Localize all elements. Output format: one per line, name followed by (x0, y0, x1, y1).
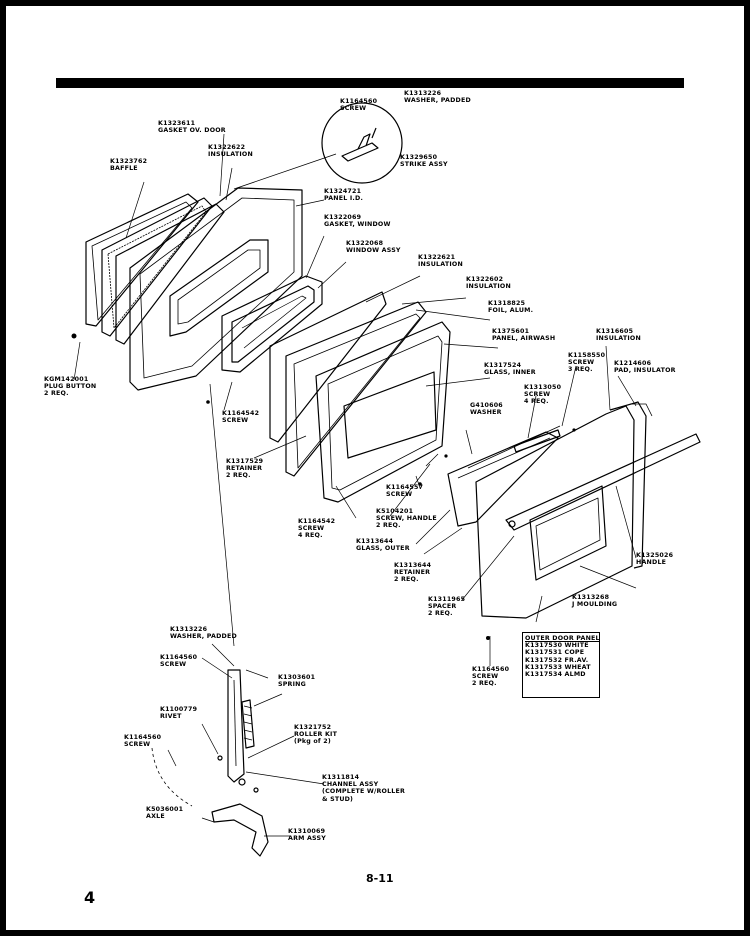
exploded-door-drawing (71, 102, 701, 857)
gasket-oven-door (101, 197, 213, 337)
panel-window-opening (169, 239, 269, 337)
outer-panel-title: OUTER DOOR PANEL (525, 635, 600, 642)
screw-strip (513, 429, 561, 453)
foil-alum (285, 301, 427, 477)
strike-assy (341, 133, 379, 162)
baffle (85, 193, 199, 327)
hinge-spring (241, 699, 255, 749)
page-number: 4 (84, 888, 96, 907)
hinge-channel (227, 669, 245, 783)
header-rule (56, 78, 684, 88)
inner-glass (343, 371, 437, 459)
panel-inner-door (129, 187, 303, 391)
door-handle (505, 433, 701, 531)
page-code: 8-11 (366, 872, 394, 885)
outer-panel-item: K1317534 ALMD (525, 671, 586, 679)
outer-panel-item: K1317533 WHEAT (525, 663, 591, 671)
outer-glass (447, 431, 559, 527)
outer-panel-window (529, 485, 607, 581)
airwash-panel (315, 321, 451, 503)
outer-panel-item: K1317530 WHITE (525, 642, 589, 650)
pad-insulator (609, 401, 647, 569)
outer-door-panel-table: OUTER DOOR PANEL K1317530 WHITE K1317531… (522, 632, 600, 698)
window-assy (231, 285, 315, 363)
outer-door-panel (475, 405, 635, 619)
insulation-2 (269, 291, 387, 443)
strike-detail-circle (321, 102, 403, 184)
window-gasket (221, 275, 323, 373)
outer-panel-item: K1317531 COPE (525, 649, 585, 657)
insulation-1 (115, 203, 225, 345)
arm-assy (211, 803, 269, 857)
outer-panel-item: K1317532 FR.AV. (525, 656, 589, 664)
scan-mark (292, 922, 295, 930)
